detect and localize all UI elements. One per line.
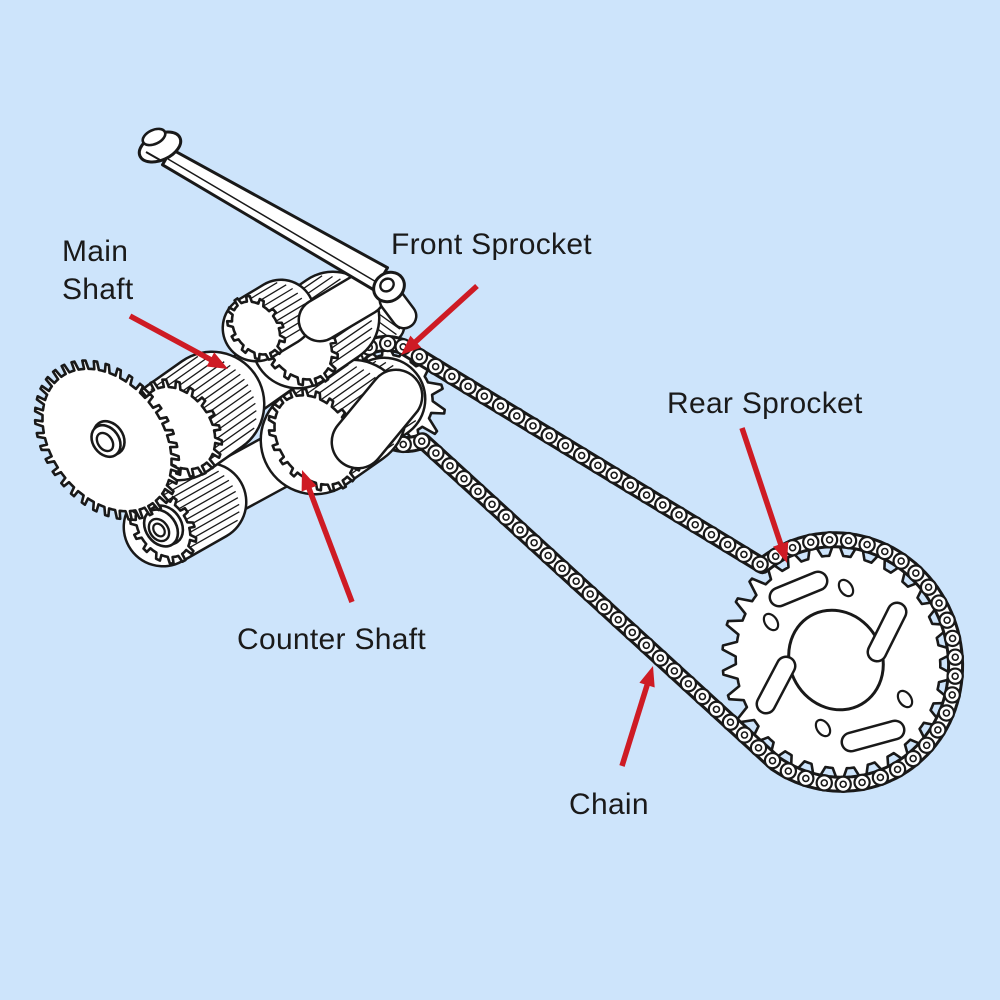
arrow-chain — [619, 666, 655, 767]
label-rear-sprocket: Rear Sprocket — [667, 387, 863, 420]
arrow-front-sprocket — [401, 283, 479, 355]
rear-sprocket — [721, 540, 955, 784]
label-counter-shaft: Counter Shaft — [237, 623, 427, 656]
arrow-counter-shaft — [301, 470, 355, 603]
label-front-sprocket: Front Sprocket — [391, 228, 592, 261]
kick-lever — [137, 127, 418, 330]
arrow-rear-sprocket — [739, 427, 789, 563]
label-chain: Chain — [569, 788, 649, 821]
counter-shaft — [122, 356, 427, 568]
arrow-main-shaft — [128, 313, 228, 369]
main-shaft — [33, 270, 387, 521]
label-main-shaft: Main Shaft — [62, 235, 134, 306]
